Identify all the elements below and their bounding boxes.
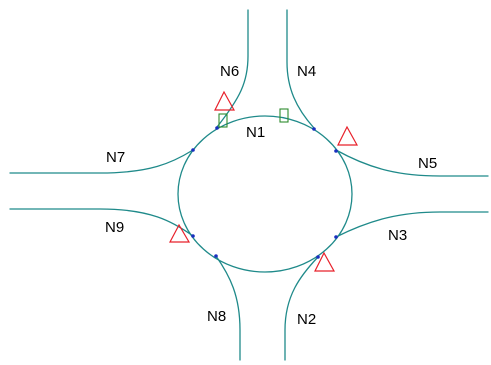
- detector-rectangle-icon: [218, 113, 228, 128]
- node-label-n6: N6: [220, 63, 239, 80]
- node-label-n1: N1: [246, 124, 265, 141]
- road-n5-outer: [335, 149, 489, 177]
- node-label-n7: N7: [106, 149, 125, 166]
- junction-dot-icon: [214, 254, 218, 258]
- node-label-n9: N9: [105, 219, 124, 236]
- detector-rectangle-icon: [279, 108, 289, 123]
- yield-triangle-icon: [214, 90, 236, 111]
- road-n6-outer: [216, 9, 249, 128]
- node-label-n2: N2: [297, 311, 316, 328]
- road-n3-outer: [335, 211, 489, 238]
- node-label-n4: N4: [297, 63, 316, 80]
- junction-dot-icon: [191, 148, 195, 152]
- junction-dot-icon: [334, 149, 338, 153]
- roundabout-ring: [177, 115, 353, 273]
- road-n7-outer: [9, 149, 194, 174]
- node-label-n3: N3: [388, 227, 407, 244]
- junction-dot-icon: [334, 235, 338, 239]
- junction-dot-icon: [316, 255, 320, 259]
- junction-dot-icon: [191, 234, 195, 238]
- junction-dot-icon: [215, 126, 219, 130]
- yield-triangle-icon: [169, 223, 191, 243]
- road-n9-outer: [9, 208, 194, 237]
- yield-triangle-icon: [337, 125, 359, 146]
- road-n2-outer: [284, 256, 319, 361]
- road-n4-outer: [286, 9, 315, 129]
- road-n8-outer: [215, 255, 241, 361]
- junction-dot-icon: [312, 127, 316, 131]
- yield-triangle-icon: [314, 251, 336, 272]
- node-label-n5: N5: [418, 155, 437, 172]
- node-label-n8: N8: [207, 308, 226, 325]
